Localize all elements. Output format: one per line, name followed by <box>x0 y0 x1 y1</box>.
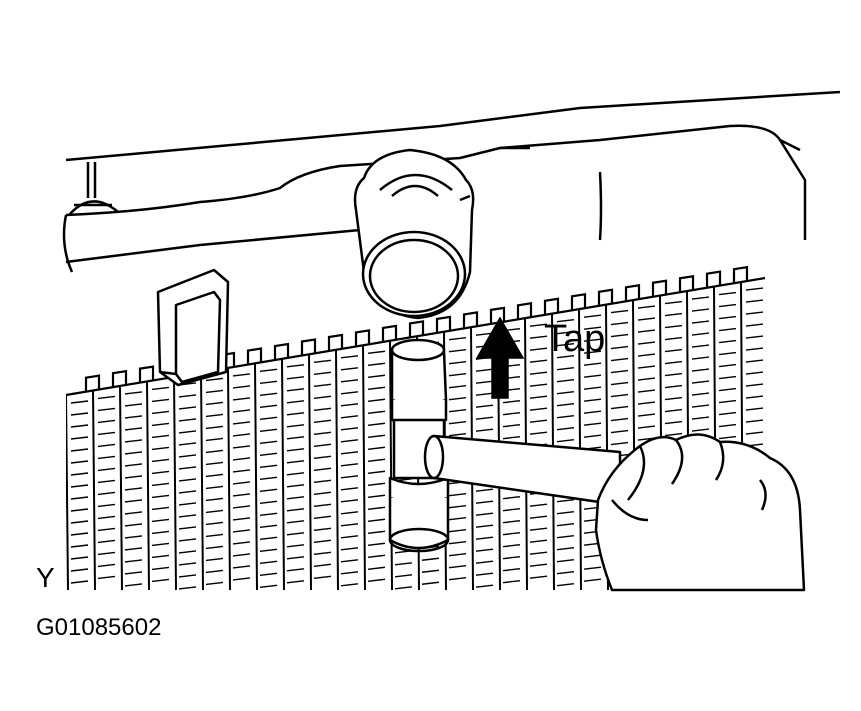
hand <box>594 433 806 592</box>
cap-tool <box>353 148 475 320</box>
figure-code: G01085602 <box>36 614 162 641</box>
radiator-tank <box>62 90 841 273</box>
corner-mark: Y <box>36 562 55 593</box>
tap-label: Tap <box>544 318 606 360</box>
side-bracket <box>156 268 230 387</box>
tap-arrow-icon <box>475 316 525 399</box>
drain-cock <box>69 162 119 215</box>
